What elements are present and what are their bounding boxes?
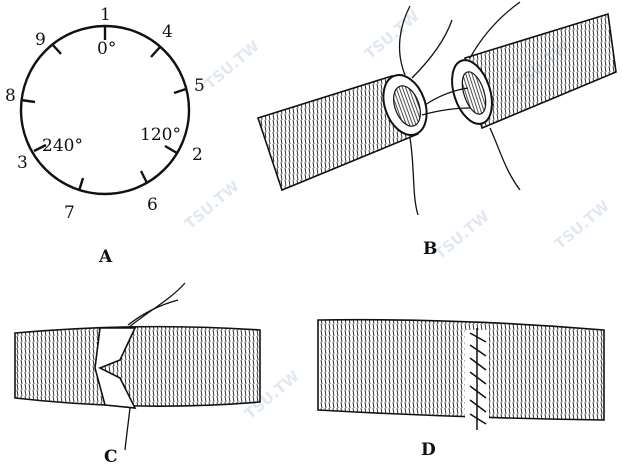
suture-line-d — [469, 328, 487, 430]
dial-number: 9 — [35, 30, 46, 50]
panel-label: A — [98, 247, 113, 267]
dial-number: 5 — [194, 76, 205, 96]
watermark: TSU.TW — [551, 197, 613, 253]
dial-number: 2 — [192, 145, 203, 165]
dial-number: 3 — [17, 153, 28, 173]
dial-ticks — [20, 26, 187, 192]
panel-a-dial: 1 4 5 2 6 7 3 8 9 0° 120° 240° A — [5, 5, 205, 267]
angle-label: 120° — [140, 125, 181, 145]
panel-label: B — [423, 239, 437, 259]
angle-label: 0° — [97, 39, 116, 59]
stay-sutures — [398, 1, 521, 216]
vessel-d — [317, 318, 605, 421]
watermark: TSU.TW — [431, 207, 493, 263]
angle-label: 240° — [42, 136, 83, 156]
vessel-c-gap — [94, 327, 137, 409]
watermark: TSU.TW — [361, 7, 423, 63]
watermark: TSU.TW — [181, 177, 243, 233]
dial-number: 4 — [162, 22, 173, 42]
vessel-c — [14, 325, 261, 407]
dial-number: 6 — [147, 195, 158, 215]
sutures-c — [124, 282, 186, 451]
dial-number: 1 — [100, 5, 111, 25]
panel-d-completed: D — [317, 318, 605, 460]
panel-b-vessel-ends: B — [256, 1, 617, 259]
watermark: TSU.TW — [201, 37, 263, 93]
panel-label: C — [104, 447, 118, 465]
panel-label: D — [421, 440, 436, 460]
dial-number: 7 — [64, 203, 75, 223]
panel-c-anastomosis: C — [14, 282, 261, 465]
dial-number: 8 — [5, 86, 16, 106]
